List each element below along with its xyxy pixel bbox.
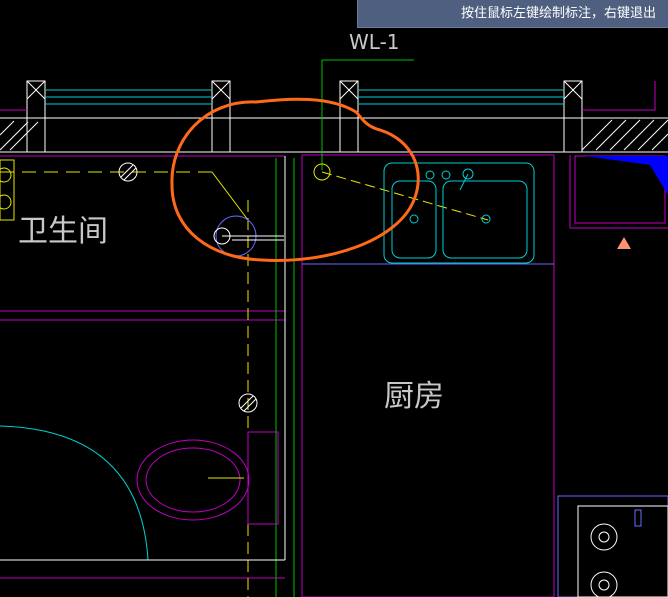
wall-fixture-left <box>0 159 15 221</box>
shower-arc <box>0 425 149 561</box>
drain-pipe <box>0 171 489 221</box>
status-tooltip: 按住鼠标左键绘制标注，右键退出 <box>357 0 668 28</box>
room-label-bathroom: 卫生间 <box>18 214 108 249</box>
column-left <box>26 80 46 153</box>
column-center-left <box>211 80 231 153</box>
column-right <box>563 80 583 153</box>
room-label-kitchen: 厨房 <box>384 379 444 414</box>
stove-appliance <box>557 495 668 597</box>
cleanout-icon <box>118 162 138 182</box>
blue-fill-shape <box>585 156 668 195</box>
kitchen-sink <box>383 162 535 264</box>
magenta-walls <box>0 81 668 597</box>
freehand-annotation[interactable] <box>170 97 420 262</box>
exterior-wall <box>0 117 668 153</box>
railing-lines <box>45 89 564 105</box>
pipe-tag-label: WL-1 <box>349 30 400 54</box>
pipe-tag-leader <box>321 59 414 170</box>
toilet-fixture <box>136 431 279 525</box>
column-center-right <box>339 80 359 153</box>
cleanout-icon <box>238 393 258 413</box>
riser-pipe-icon <box>313 163 331 181</box>
partition-lines <box>247 156 295 597</box>
floor-drain-icon <box>213 215 284 257</box>
triangle-marker-icon[interactable] <box>617 237 631 249</box>
